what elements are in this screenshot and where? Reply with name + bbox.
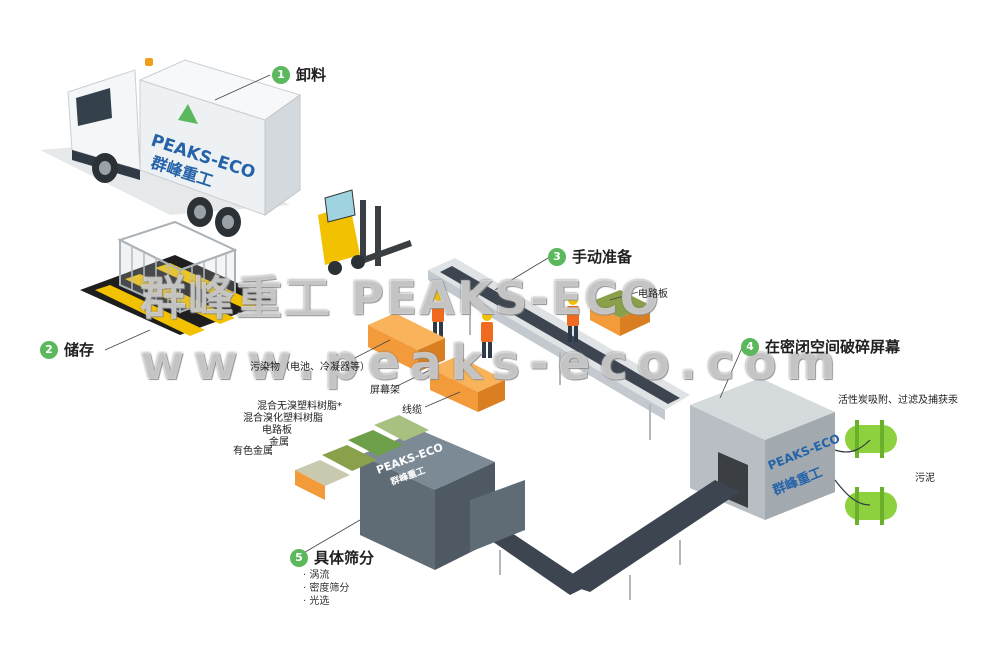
sorting-method-item: · 密度筛分 [303,583,350,594]
label-mixed-plastic-b: 混合溴化塑料树脂 [243,413,323,424]
label-cable: 线缆 [402,405,422,416]
step-badge: 4 [741,337,759,356]
step-label: 手动准备 [572,248,633,266]
storage-area [80,220,275,336]
label-sludge: 污泥 [915,473,935,484]
workers [432,291,579,358]
step-label: 卸料 [296,66,327,84]
sorting-method-item: · 光选 [303,596,330,607]
step-badge: 3 [548,247,566,266]
sorting-method-item: · 涡流 [303,570,330,581]
step-5-sorting: 5 具体筛分 [290,547,374,568]
label-screen-frame: 屏幕架 [370,385,400,396]
forklift [318,189,412,275]
label-mixed-plastic-a: 混合无溴塑料树脂* [257,401,342,412]
carbon-tank [845,420,897,458]
label-nonferrous: 有色金属 [233,446,273,457]
sorting-methods-list: · 涡流 · 密度筛分 · 光选 [303,569,349,608]
prep-crates [368,290,650,412]
label-metal: 金属 [269,437,289,448]
prep-conveyor [428,258,690,440]
step-badge: 5 [290,548,308,567]
step-badge: 2 [40,340,58,359]
step-1-unloading: 1 卸料 [272,64,326,85]
step-badge: 1 [272,65,290,84]
step-label: 在密闭空间破碎屏幕 [765,338,901,356]
label-circuit-board-top: 电路板 [638,289,668,300]
label-pollutants: 污染物（电池、冷凝器等） [250,362,370,373]
sludge-tank [845,487,897,525]
step-3-manual-prep: 3 手动准备 [548,246,632,267]
sorting-crates [295,415,429,500]
logo-triangle-icon [178,104,198,124]
step-2-storage: 2 储存 [40,339,94,360]
label-activated-carbon: 活性炭吸附、过滤及捕获汞 [838,395,958,406]
step-label: 具体筛分 [314,549,375,567]
step-label: 储存 [64,341,95,359]
truck [40,58,302,237]
step-4-shredding: 4 在密闭空间破碎屏幕 [741,336,900,357]
leader-lines [104,74,743,556]
label-circuit-board: 电路板 [262,425,292,436]
